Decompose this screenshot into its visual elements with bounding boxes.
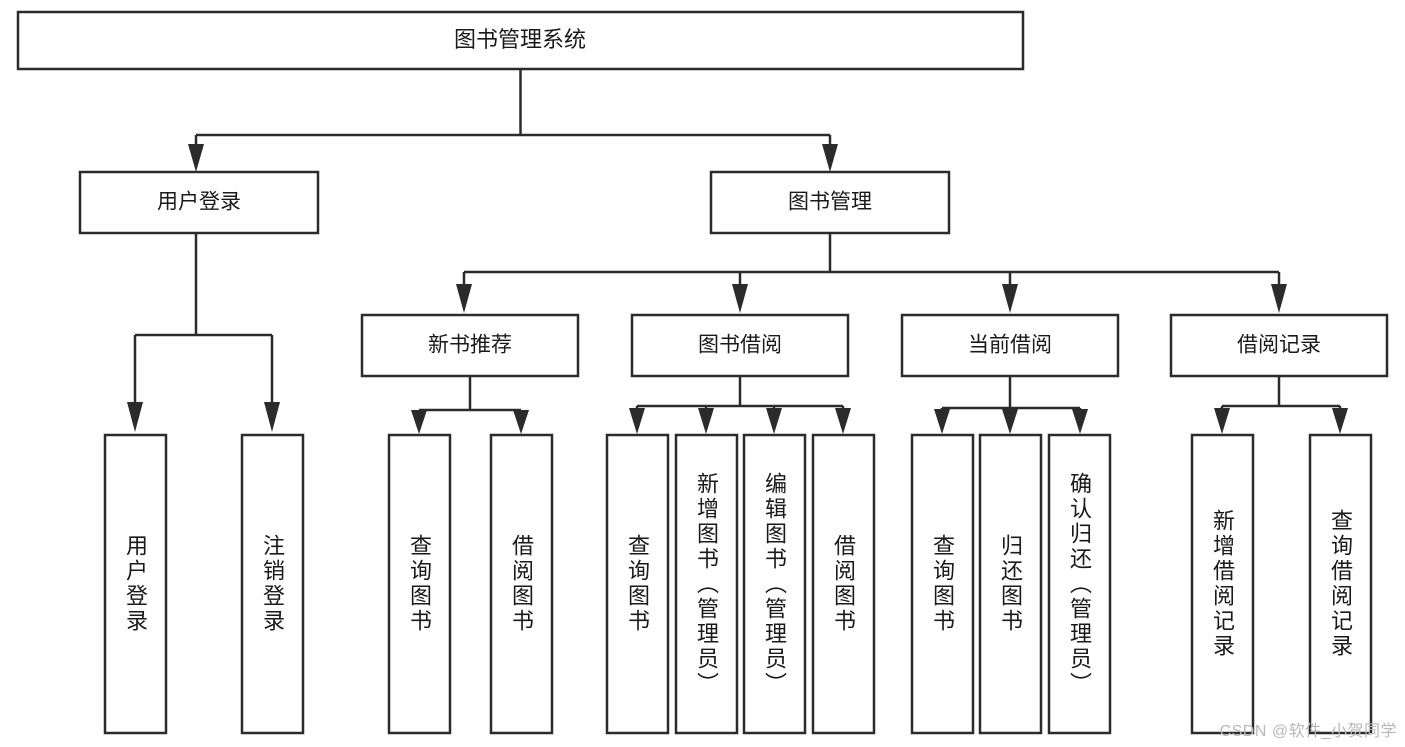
node-current-borrow-label: 当前借阅 <box>968 334 1052 357</box>
arrow-head-leaf-br-0 <box>1214 408 1230 434</box>
arrow-head-leaf-bb-2 <box>766 408 782 434</box>
node-user-login-box[interactable] <box>78 170 320 235</box>
arrow-head-new-book-recommend <box>456 284 472 313</box>
node-user-login[interactable]: 用户登录 <box>78 170 320 235</box>
arrow-head-leaf-bb-0 <box>629 408 645 434</box>
node-borrow-record[interactable]: 借阅记录 <box>1169 313 1389 378</box>
node-new-book-recommend[interactable]: 新书推荐 <box>360 313 580 378</box>
leaf-box-user-login-1[interactable] <box>240 433 305 735</box>
node-user-login-label: 用户登录 <box>157 191 241 214</box>
arrow-head-current-borrow <box>1002 284 1018 313</box>
arrow-head-book-mgmt <box>822 144 838 172</box>
connector-group-root <box>188 69 838 172</box>
node-book-borrow[interactable]: 图书借阅 <box>630 313 850 378</box>
leaf-box-cb-2[interactable] <box>1047 433 1112 735</box>
arrow-head-leaf-bb-1 <box>698 408 714 434</box>
connector-group-book-borrow <box>629 376 851 434</box>
node-book-borrow-label: 图书借阅 <box>698 334 782 357</box>
watermark-text: CSDN @软件_小贺同学 <box>1219 723 1397 740</box>
node-book-borrow-box[interactable] <box>630 313 850 378</box>
node-new-book-recommend-box[interactable] <box>360 313 580 378</box>
node-current-borrow-box[interactable] <box>900 313 1120 378</box>
node-book-management[interactable]: 图书管理 <box>709 170 951 235</box>
connector-group-borrow-record <box>1214 376 1348 434</box>
arrow-head-borrow-record <box>1271 284 1287 313</box>
node-borrow-record-label: 借阅记录 <box>1237 334 1321 357</box>
arrow-head-leaf-br-1 <box>1332 408 1348 434</box>
arrow-head-user-login <box>188 144 204 172</box>
node-book-management-label: 图书管理 <box>788 191 872 214</box>
leaf-box-bb-0[interactable] <box>605 433 670 735</box>
arrow-head-leaf-cb-1 <box>1002 409 1018 434</box>
node-book-management-box[interactable] <box>709 170 951 235</box>
leaf-box-nbr-1[interactable] <box>489 433 554 735</box>
leaf-box-bb-2[interactable] <box>742 433 807 735</box>
leaf-box-nbr-0[interactable] <box>387 433 452 735</box>
node-root[interactable]: 图书管理系统 <box>16 10 1025 71</box>
arrow-head-leaf-bb-3 <box>835 408 851 434</box>
connector-group-user-login <box>127 233 280 432</box>
node-root-label: 图书管理系统 <box>454 27 586 52</box>
leaf-box-user-login-0[interactable] <box>103 433 168 735</box>
arrow-head-leaf-cb-2 <box>1072 409 1088 434</box>
node-root-box[interactable] <box>16 10 1025 71</box>
leaf-box-cb-0[interactable] <box>910 433 975 735</box>
leaf-box-br-1[interactable] <box>1308 433 1373 735</box>
leaf-box-bb-1[interactable] <box>674 433 739 735</box>
node-new-book-recommend-label: 新书推荐 <box>428 334 512 357</box>
node-current-borrow[interactable]: 当前借阅 <box>900 313 1120 378</box>
arrow-head-leaf-user-login-0 <box>127 402 143 432</box>
arrow-head-leaf-user-login-1 <box>264 402 280 432</box>
arrow-head-leaf-nbr-0 <box>411 410 427 434</box>
connector-group-current-borrow <box>934 376 1088 434</box>
leaf-box-bb-3[interactable] <box>811 433 876 735</box>
arrow-head-leaf-cb-0 <box>934 409 950 434</box>
arrow-head-book-borrow <box>732 284 748 313</box>
node-borrow-record-box[interactable] <box>1169 313 1389 378</box>
leaf-box-br-0[interactable] <box>1190 433 1255 735</box>
leaf-box-cb-1[interactable] <box>978 433 1043 735</box>
arrow-head-leaf-nbr-1 <box>513 410 529 434</box>
connector-group-book-mgmt <box>456 233 1287 313</box>
connector-group-new-book-recommend <box>411 376 529 434</box>
